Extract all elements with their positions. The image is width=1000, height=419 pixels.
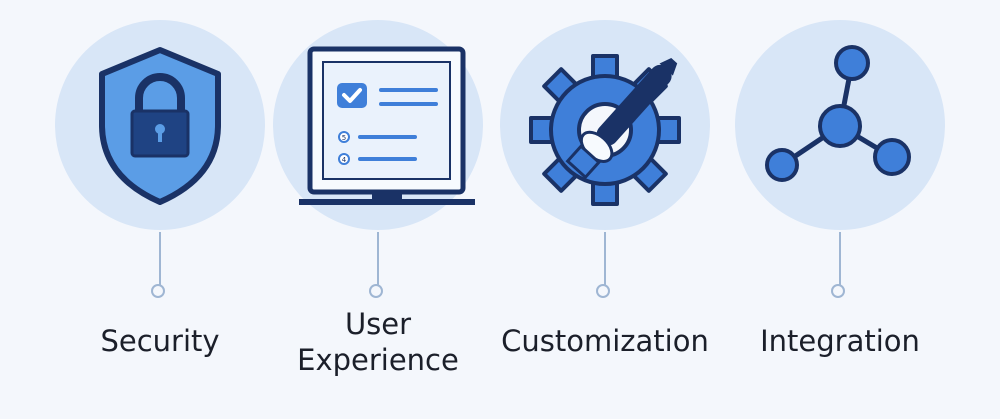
badge-text: 4: [342, 156, 347, 164]
feature-integration: Integration: [720, 0, 960, 419]
connector-line: [159, 232, 161, 285]
gear-brush-icon: [529, 54, 681, 206]
network-nodes-icon: [765, 45, 911, 182]
feature-label-line: Experience: [297, 343, 459, 377]
connector-line: [839, 232, 841, 285]
badge-text: 5: [342, 134, 346, 142]
connector-line: [604, 232, 606, 285]
feature-customization: Customization: [485, 0, 725, 419]
connector-node: [831, 284, 845, 298]
connector-node: [596, 284, 610, 298]
shield-lock-icon: [99, 47, 221, 205]
feature-label: Security: [100, 324, 220, 358]
monitor-checklist-icon: 5 4: [299, 46, 475, 205]
feature-user-experience: 5 4 User Experience: [258, 0, 498, 419]
feature-label: User Experience: [258, 306, 498, 378]
feature-security: Security: [40, 0, 280, 419]
connector-node: [151, 284, 165, 298]
connector-node: [369, 284, 383, 298]
feature-label: Customization: [501, 324, 709, 358]
feature-label-line: User: [344, 307, 412, 341]
feature-label: Integration: [760, 324, 920, 358]
connector-line: [377, 232, 379, 285]
